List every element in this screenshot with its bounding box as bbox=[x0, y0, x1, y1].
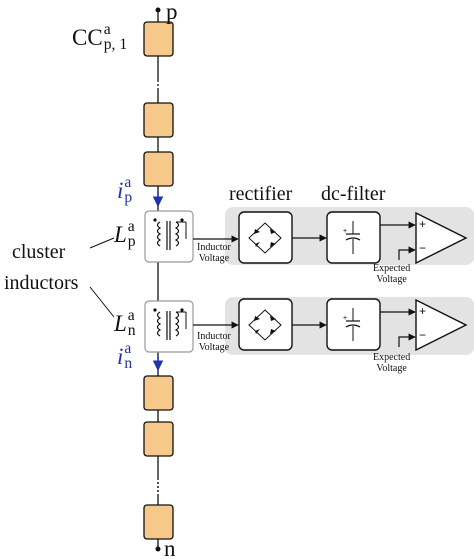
current-n-sub: n bbox=[124, 355, 133, 373]
cell-3 bbox=[143, 151, 174, 187]
current-p-sup: a bbox=[124, 174, 132, 192]
comparator-bottom-minus: − bbox=[419, 328, 427, 342]
cell-1 bbox=[143, 21, 174, 57]
svg-text:+: + bbox=[343, 315, 347, 322]
inductor-p-symbol: L bbox=[114, 222, 127, 248]
inductor-p bbox=[144, 210, 194, 263]
dot-break-bottom bbox=[157, 482, 159, 492]
cluster-cells bbox=[143, 21, 174, 540]
comparator-bottom-plus: + bbox=[419, 304, 427, 318]
cluster-label-line2: inductors bbox=[4, 272, 79, 294]
inductor-voltage-bot-l2: Voltage bbox=[198, 342, 230, 353]
comparator-top-plus: + bbox=[419, 217, 427, 231]
dc-filter-block-top: + bbox=[326, 211, 381, 264]
expected-bot-l2: Voltage bbox=[376, 363, 407, 374]
expected-top-l1: Expected bbox=[373, 263, 411, 274]
cell-5 bbox=[143, 421, 174, 457]
expected-top-l2: Voltage bbox=[376, 274, 407, 285]
terminal-p-label: p bbox=[166, 0, 178, 24]
comparator-top-minus: − bbox=[419, 241, 427, 255]
inductor-voltage-top-l1: Inductor bbox=[197, 242, 231, 253]
inductor-n-sup: a bbox=[127, 307, 135, 325]
comparator-top bbox=[415, 211, 468, 265]
inductor-voltage-bottom-label: Inductor Voltage bbox=[197, 331, 231, 353]
inductor-n-sub: n bbox=[127, 322, 136, 340]
cell-6 bbox=[143, 504, 174, 540]
cell-2 bbox=[143, 102, 174, 138]
cluster-label-line1: cluster bbox=[12, 241, 66, 263]
dc-filter-block-bottom: + bbox=[326, 298, 381, 351]
dc-filter-label: dc-filter bbox=[321, 183, 386, 205]
terminal-top-dot bbox=[155, 7, 161, 13]
cc-label-sub: p, 1 bbox=[103, 36, 128, 54]
inductor-voltage-top-label: Inductor Voltage bbox=[197, 242, 231, 264]
cc-label-main: CC bbox=[72, 25, 103, 51]
callout-line-bottom bbox=[89, 286, 115, 318]
inductor-voltage-bot-l1: Inductor bbox=[197, 331, 231, 342]
svg-text:+: + bbox=[343, 228, 347, 235]
rectifier-block-bottom bbox=[238, 298, 293, 351]
inductor-n-symbol: L bbox=[114, 311, 127, 337]
inductor-p-sup: a bbox=[127, 218, 135, 236]
current-p-symbol: i bbox=[117, 178, 124, 204]
cc-label-sup: a bbox=[103, 21, 111, 39]
callout-line-top bbox=[89, 237, 115, 249]
rectifier-block-top bbox=[238, 211, 293, 264]
expected-input-bottom-wire bbox=[398, 333, 416, 347]
terminal-bottom-dot bbox=[155, 546, 161, 552]
rectifier-label: rectifier bbox=[229, 183, 293, 205]
cell-4 bbox=[143, 375, 174, 411]
expected-voltage-bottom-label: Expected Voltage bbox=[373, 352, 410, 374]
current-p-sub: p bbox=[124, 189, 133, 207]
inductor-p-sub: p bbox=[127, 233, 136, 251]
inductor-n bbox=[144, 300, 194, 353]
expected-input-top-wire bbox=[398, 246, 416, 260]
inductor-voltage-top-l2: Voltage bbox=[198, 253, 230, 264]
expected-bot-l1: Expected bbox=[373, 352, 411, 363]
current-n-sup: a bbox=[124, 340, 132, 358]
comparator-bottom bbox=[415, 298, 468, 352]
terminal-n-label: n bbox=[164, 536, 176, 559]
current-n-symbol: i bbox=[117, 344, 124, 370]
expected-voltage-top-label: Expected Voltage bbox=[373, 263, 410, 285]
